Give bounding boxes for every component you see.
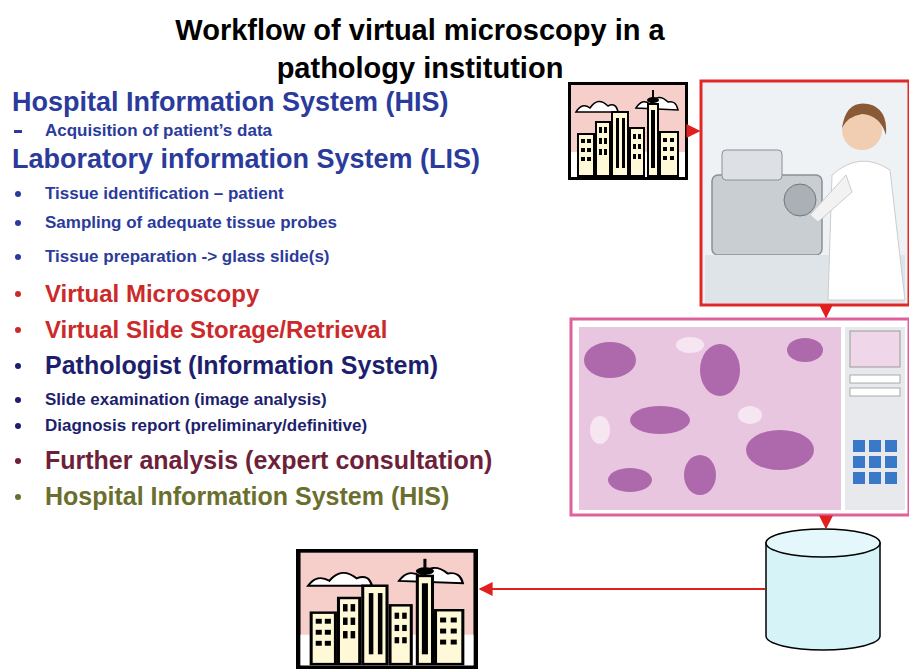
- hair: [842, 104, 886, 136]
- hospital-icon: [570, 84, 687, 179]
- list-row: Further analysis (expert consultation): [45, 446, 492, 475]
- workflow-step: Virtual Slide Storage/Retrieval: [45, 316, 387, 343]
- flow-arrow: [688, 130, 699, 132]
- arm: [810, 175, 852, 222]
- flow-arrow: [480, 588, 765, 590]
- cylinder-body: [766, 543, 880, 650]
- bullet-marker: [15, 254, 21, 260]
- workflow-step: Hospital Information System (HIS): [45, 482, 449, 510]
- section-heading: Hospital Information System (HIS): [12, 87, 449, 117]
- list-row: Laboratory information System (LIS): [12, 144, 480, 175]
- list-item: Tissue identification – patient: [45, 184, 284, 203]
- workflow-step: Further analysis (expert consultation): [45, 446, 492, 474]
- field: [850, 388, 900, 396]
- workflow-step: Pathologist (Information System): [45, 351, 438, 379]
- bullet-marker: [15, 458, 21, 464]
- list-row: Tissue identification – patient: [45, 184, 284, 204]
- cylinder-top: [766, 529, 880, 557]
- list-row: Hospital Information System (HIS): [45, 482, 449, 511]
- list-row: Hospital Information System (HIS): [12, 87, 449, 118]
- list-item: Diagnosis report (preliminary/definitive…: [45, 416, 367, 435]
- dash-marker: [14, 130, 22, 133]
- photo-frame: [701, 81, 909, 305]
- bullet-marker: [15, 291, 21, 297]
- list-row: Pathologist (Information System): [45, 351, 438, 380]
- list-row: Acquisition of patient’s data: [45, 121, 272, 141]
- field: [850, 375, 900, 383]
- list-item: Tissue preparation -> glass slide(s): [45, 247, 330, 266]
- list-item: Acquisition of patient’s data: [45, 121, 272, 140]
- bullet-marker: [15, 191, 21, 197]
- side-panel: [845, 327, 905, 510]
- section-heading: Laboratory information System (LIS): [12, 144, 480, 174]
- bullet-marker: [15, 423, 21, 429]
- list-row: Virtual Microscopy: [45, 280, 259, 308]
- bullet-marker: [15, 494, 21, 500]
- list-row: Sampling of adequate tissue probes: [45, 213, 337, 233]
- flow-arrow: [825, 516, 827, 528]
- bullet-marker: [15, 363, 21, 369]
- database-cylinder: [766, 529, 880, 650]
- title: Workflow of virtual microscopy in a path…: [150, 12, 690, 87]
- tissue-spaces: [590, 337, 762, 444]
- list-item: Sampling of adequate tissue probes: [45, 213, 337, 232]
- thumbnail: [850, 331, 900, 367]
- handwheel: [784, 184, 816, 216]
- lab-photo: [701, 81, 909, 305]
- tissue-image: [579, 327, 841, 510]
- nav-buttons: [853, 440, 897, 484]
- list-item: Slide examination (image analysis): [45, 390, 327, 409]
- hospital-icon: [298, 551, 475, 667]
- workflow-step: Virtual Microscopy: [45, 280, 259, 307]
- list-row: Virtual Slide Storage/Retrieval: [45, 316, 387, 344]
- viewer-frame: [571, 319, 909, 515]
- list-row: Diagnosis report (preliminary/definitive…: [45, 416, 367, 436]
- bullet-marker: [15, 397, 21, 403]
- flow-arrow: [825, 306, 827, 317]
- list-row: Tissue preparation -> glass slide(s): [45, 247, 330, 267]
- bullet-marker: [15, 220, 21, 226]
- list-row: Slide examination (image analysis): [45, 390, 327, 410]
- tissue-pattern: [584, 338, 823, 495]
- microtome-head: [722, 150, 782, 180]
- slide-viewer: [571, 319, 909, 515]
- microtome: [712, 175, 822, 255]
- bullet-marker: [15, 327, 21, 333]
